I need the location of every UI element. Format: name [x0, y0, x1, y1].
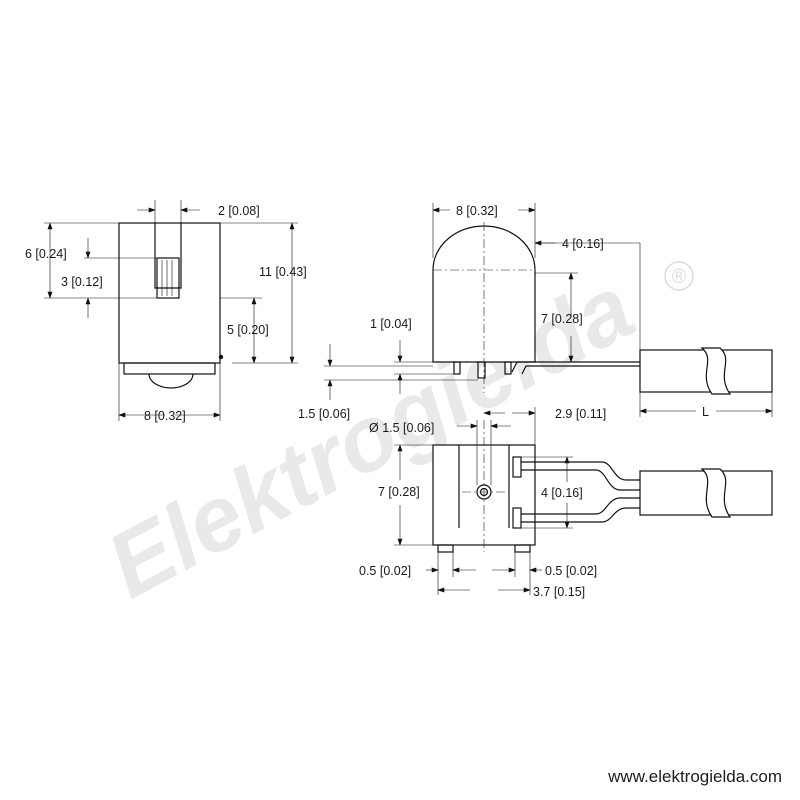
side-cable — [639, 349, 773, 393]
lead-wire-2b — [521, 507, 640, 523]
top-view: Ø 1.5 [0.06] 2.9 [0.11] 7 [0.28] 4 [0.16… — [359, 407, 773, 599]
front-body — [118, 222, 221, 364]
lower-height-label: 5 [0.20] — [227, 323, 269, 337]
cable-offset-label: 4 [0.16] — [562, 237, 604, 251]
top-cable — [639, 470, 773, 516]
edge-offset-label: 2.9 [0.11] — [555, 407, 606, 421]
side-width-label: 8 [0.32] — [456, 204, 498, 218]
front-window — [156, 257, 180, 299]
front-view: 2 [0.08] 6 [0.24] 3 [0.12] 11 [0.43] 5 [… — [25, 200, 307, 423]
side-height-label: 7 [0.28] — [541, 312, 583, 326]
side-view: 8 [0.32] 4 [0.16] 7 [0.28] 1 [0.04] 1.5 … — [298, 203, 773, 421]
side-pin-3 — [504, 361, 512, 375]
side-lead — [511, 361, 640, 375]
lead-wire-2a — [521, 497, 640, 515]
lead-wire-1a — [521, 461, 640, 481]
front-slot — [154, 223, 182, 289]
top-cable-break — [700, 468, 732, 518]
pin-span-label: 3.7 [0.15] — [533, 585, 585, 599]
registered-mark-circle — [664, 261, 694, 291]
hole-diameter-label: Ø 1.5 [0.06] — [369, 421, 434, 435]
lead-wire-1b — [521, 469, 640, 491]
side-pin-2 — [477, 361, 486, 379]
front-window-hatch — [161, 260, 173, 296]
pin-length-label: 1 [0.04] — [370, 317, 412, 331]
pin-right-label: 0.5 [0.02] — [545, 564, 597, 578]
front-dot — [218, 354, 224, 360]
slot-width-label: 2 [0.08] — [218, 204, 260, 218]
window-height-label: 3 [0.12] — [61, 275, 103, 289]
total-height-label: 11 [0.43] — [259, 265, 307, 279]
base-offset-label: 1.5 [0.06] — [298, 407, 350, 421]
registered-mark: ® — [672, 266, 687, 288]
lead-post-2 — [512, 507, 522, 529]
pin-left-label: 0.5 [0.02] — [359, 564, 411, 578]
cable-length-label: L — [702, 405, 709, 419]
top-height-label: 7 [0.28] — [378, 485, 420, 499]
footer-url[interactable]: www.elektrogielda.com — [607, 767, 782, 786]
front-base — [123, 362, 216, 375]
lead-spacing-label: 4 [0.16] — [541, 486, 583, 500]
mounting-hole — [476, 484, 492, 500]
slot-depth-label: 6 [0.24] — [25, 247, 67, 261]
lead-post-1 — [512, 456, 522, 478]
top-pin-right — [514, 544, 531, 553]
top-pin-left — [437, 544, 454, 553]
side-pin-1 — [453, 361, 461, 375]
side-cable-break — [700, 347, 732, 395]
front-lens — [148, 373, 194, 389]
front-width-label: 8 [0.32] — [144, 409, 186, 423]
